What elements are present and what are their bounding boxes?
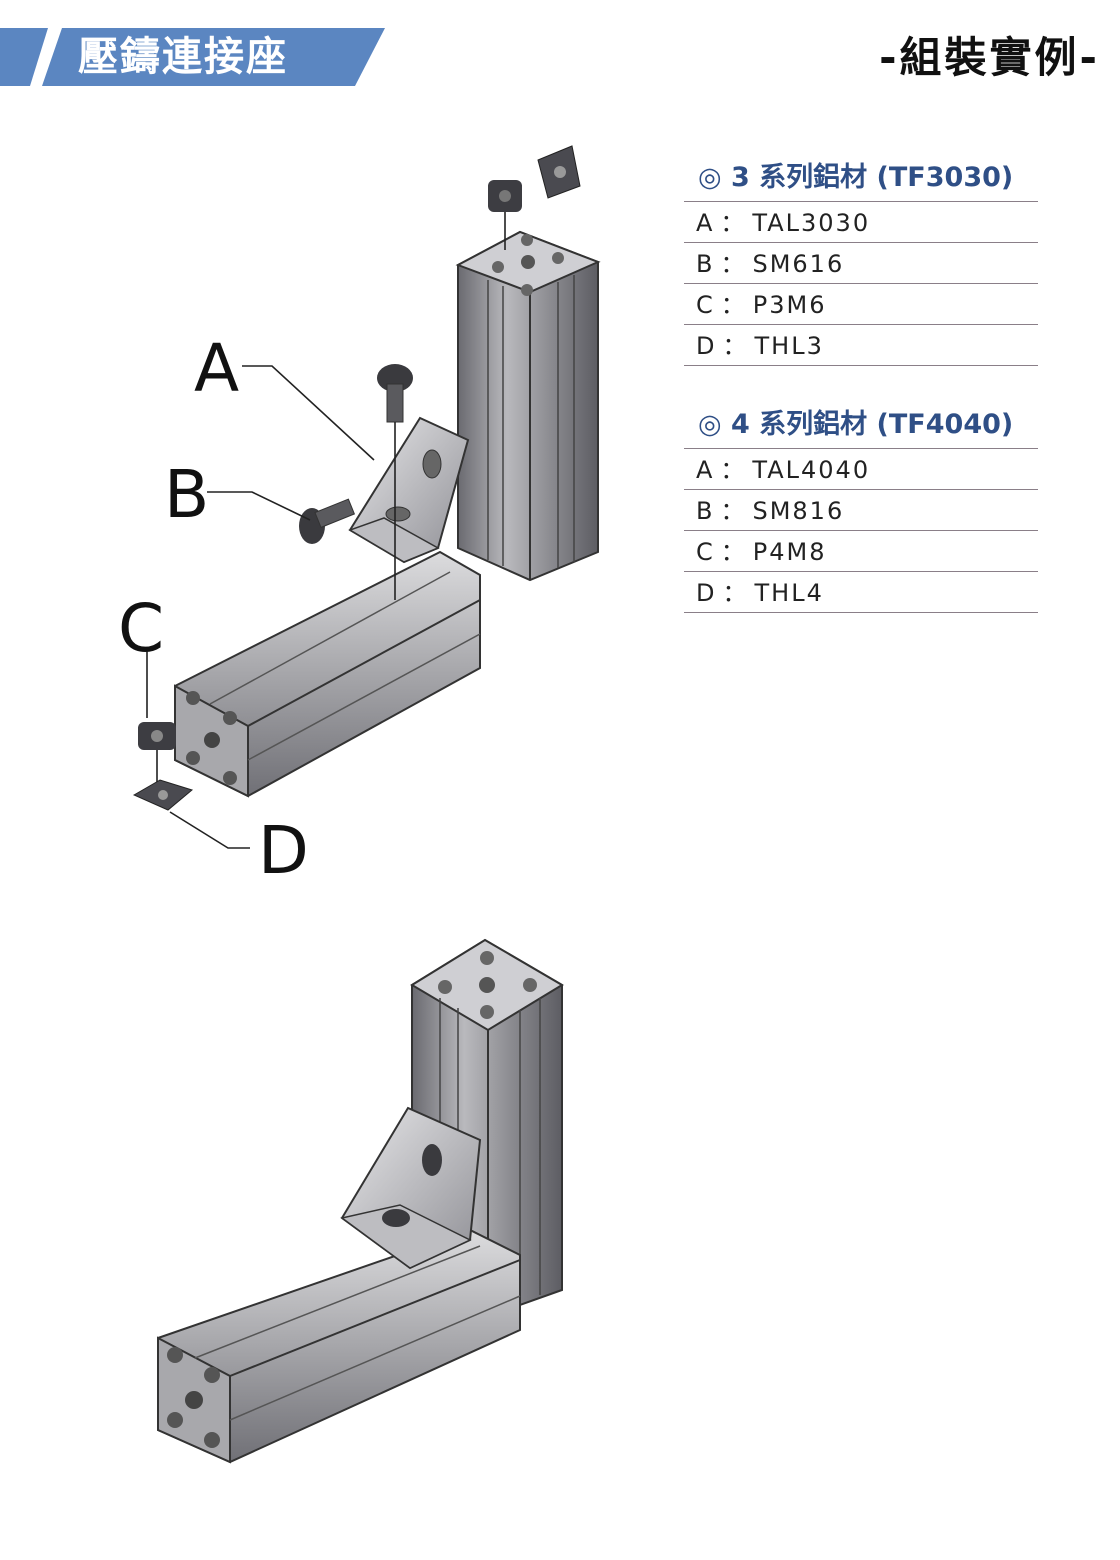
spec-key: D xyxy=(696,332,717,360)
spec-key: A xyxy=(696,209,715,237)
spec-separator: ： xyxy=(720,456,747,484)
assembled-horizontal-profile xyxy=(157,1228,521,1464)
nut-top-d xyxy=(537,145,581,199)
spec-separator: ： xyxy=(720,497,747,525)
leader-lines xyxy=(146,212,506,849)
spec-row: C：P3M6 xyxy=(684,284,1038,325)
spec-row: D：THL4 xyxy=(684,572,1038,613)
spec-value: SM816 xyxy=(752,497,845,525)
bolt-a xyxy=(377,364,413,423)
spec-row: A：TAL3030 xyxy=(684,202,1038,243)
spec-separator: ： xyxy=(720,538,747,566)
spec-heading: ◎ 3 系列鋁材 (TF3030) xyxy=(684,155,1038,202)
horizontal-profile xyxy=(174,550,481,798)
spec-key: B xyxy=(696,497,715,525)
spec-key: B xyxy=(696,250,715,278)
corner-bracket xyxy=(348,416,470,564)
spec-key: A xyxy=(696,456,715,484)
nut-c xyxy=(138,722,176,750)
bolt-b xyxy=(299,498,356,544)
spec-row: D：THL3 xyxy=(684,325,1038,366)
spec-separator: ： xyxy=(722,579,749,607)
assembled-illustration xyxy=(157,938,564,1464)
section-title: -組裝實例- xyxy=(879,33,1100,82)
spec-separator: ： xyxy=(722,332,749,360)
spec-key: D xyxy=(696,579,717,607)
spec-row: B：SM816 xyxy=(684,490,1038,531)
spec-table-3-series: ◎ 3 系列鋁材 (TF3030) A：TAL3030 B：SM616 C：P3… xyxy=(684,155,1038,366)
nut-d xyxy=(132,779,194,811)
vertical-profile xyxy=(455,230,601,582)
assembled-corner-bracket xyxy=(340,1106,482,1270)
spec-key: C xyxy=(696,291,715,319)
spec-value: P4M8 xyxy=(752,538,827,566)
spec-table-4-series: ◎ 4 系列鋁材 (TF4040) A：TAL4040 B：SM816 C：P4… xyxy=(684,402,1038,613)
exploded-assembly-illustration xyxy=(132,145,601,849)
spec-value: SM616 xyxy=(752,250,845,278)
spec-row: C：P4M8 xyxy=(684,531,1038,572)
nut-top-c xyxy=(488,180,522,212)
spec-value: P3M6 xyxy=(752,291,827,319)
page-title: 壓鑄連接座 xyxy=(78,34,288,80)
spec-row: A：TAL4040 xyxy=(684,449,1038,490)
spec-separator: ： xyxy=(720,209,747,237)
spec-key: C xyxy=(696,538,715,566)
spec-row: B：SM616 xyxy=(684,243,1038,284)
spec-heading: ◎ 4 系列鋁材 (TF4040) xyxy=(684,402,1038,449)
spec-value: THL3 xyxy=(754,332,824,360)
spec-separator: ： xyxy=(720,250,747,278)
callout-label-c: C xyxy=(118,590,165,667)
spec-value: THL4 xyxy=(754,579,824,607)
header-banner xyxy=(0,28,385,86)
callout-label-a: A xyxy=(194,330,240,407)
spec-value: TAL4040 xyxy=(752,456,871,484)
callout-label-d: D xyxy=(258,812,309,889)
spec-separator: ： xyxy=(720,291,747,319)
callout-label-b: B xyxy=(164,456,210,533)
spec-value: TAL3030 xyxy=(752,209,871,237)
